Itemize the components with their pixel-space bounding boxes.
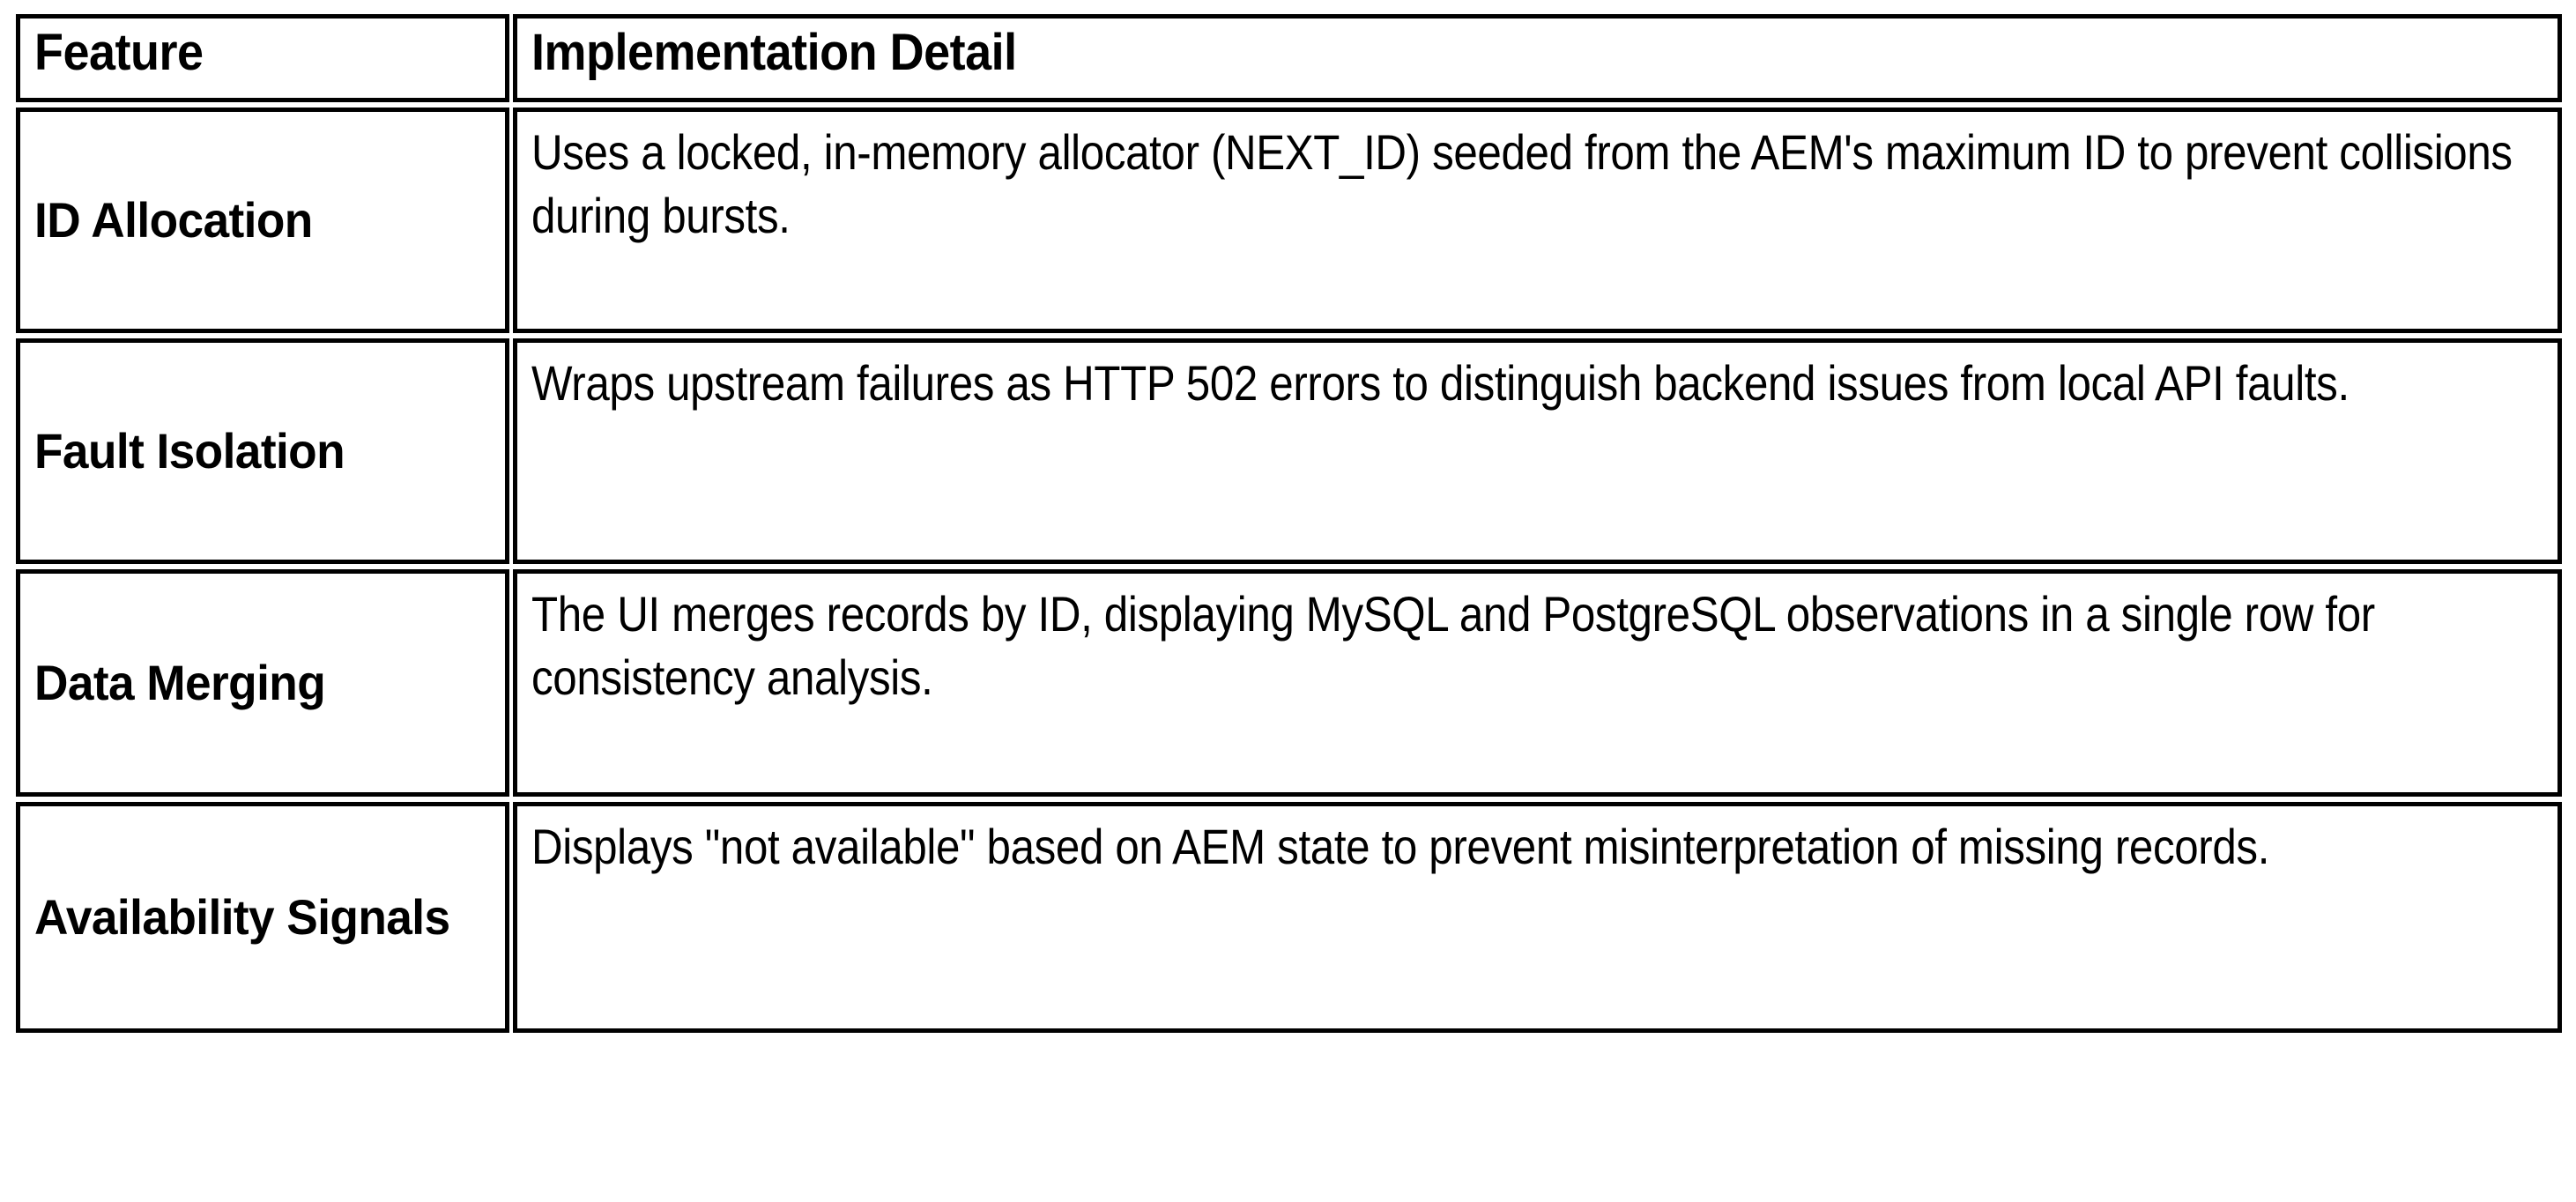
table-row: Data Merging The UI merges records by ID… bbox=[16, 569, 2562, 797]
detail-cell-id-allocation: Uses a locked, in-memory allocator (NEXT… bbox=[513, 108, 2562, 333]
detail-text: Wraps upstream failures as HTTP 502 erro… bbox=[531, 355, 2350, 411]
column-header-detail-label: Implementation Detail bbox=[531, 24, 1017, 81]
feature-cell-availability-signals: Availability Signals bbox=[16, 802, 509, 1033]
table-header: Feature Implementation Detail bbox=[16, 14, 2562, 102]
column-header-feature: Feature bbox=[16, 14, 509, 102]
column-header-feature-label: Feature bbox=[34, 24, 204, 81]
feature-cell-data-merging: Data Merging bbox=[16, 569, 509, 797]
detail-cell-data-merging: The UI merges records by ID, displaying … bbox=[513, 569, 2562, 797]
feature-cell-fault-isolation: Fault Isolation bbox=[16, 338, 509, 564]
table-row: ID Allocation Uses a locked, in-memory a… bbox=[16, 108, 2562, 333]
detail-cell-availability-signals: Displays "not available" based on AEM st… bbox=[513, 802, 2562, 1033]
feature-label: Availability Signals bbox=[34, 889, 450, 945]
table-row: Fault Isolation Wraps upstream failures … bbox=[16, 338, 2562, 564]
table-row: Availability Signals Displays "not avail… bbox=[16, 802, 2562, 1033]
feature-cell-id-allocation: ID Allocation bbox=[16, 108, 509, 333]
detail-text: Uses a locked, in-memory allocator (NEXT… bbox=[531, 124, 2513, 243]
detail-text: The UI merges records by ID, displaying … bbox=[531, 586, 2375, 705]
feature-label: Fault Isolation bbox=[34, 423, 345, 479]
feature-implementation-table: Feature Implementation Detail ID Allocat… bbox=[12, 9, 2565, 1038]
table-body: ID Allocation Uses a locked, in-memory a… bbox=[16, 108, 2562, 1033]
feature-label: Data Merging bbox=[34, 655, 326, 710]
detail-text: Displays "not available" based on AEM st… bbox=[531, 819, 2270, 874]
header-row: Feature Implementation Detail bbox=[16, 14, 2562, 102]
column-header-detail: Implementation Detail bbox=[513, 14, 2562, 102]
feature-label: ID Allocation bbox=[34, 192, 313, 248]
detail-cell-fault-isolation: Wraps upstream failures as HTTP 502 erro… bbox=[513, 338, 2562, 564]
